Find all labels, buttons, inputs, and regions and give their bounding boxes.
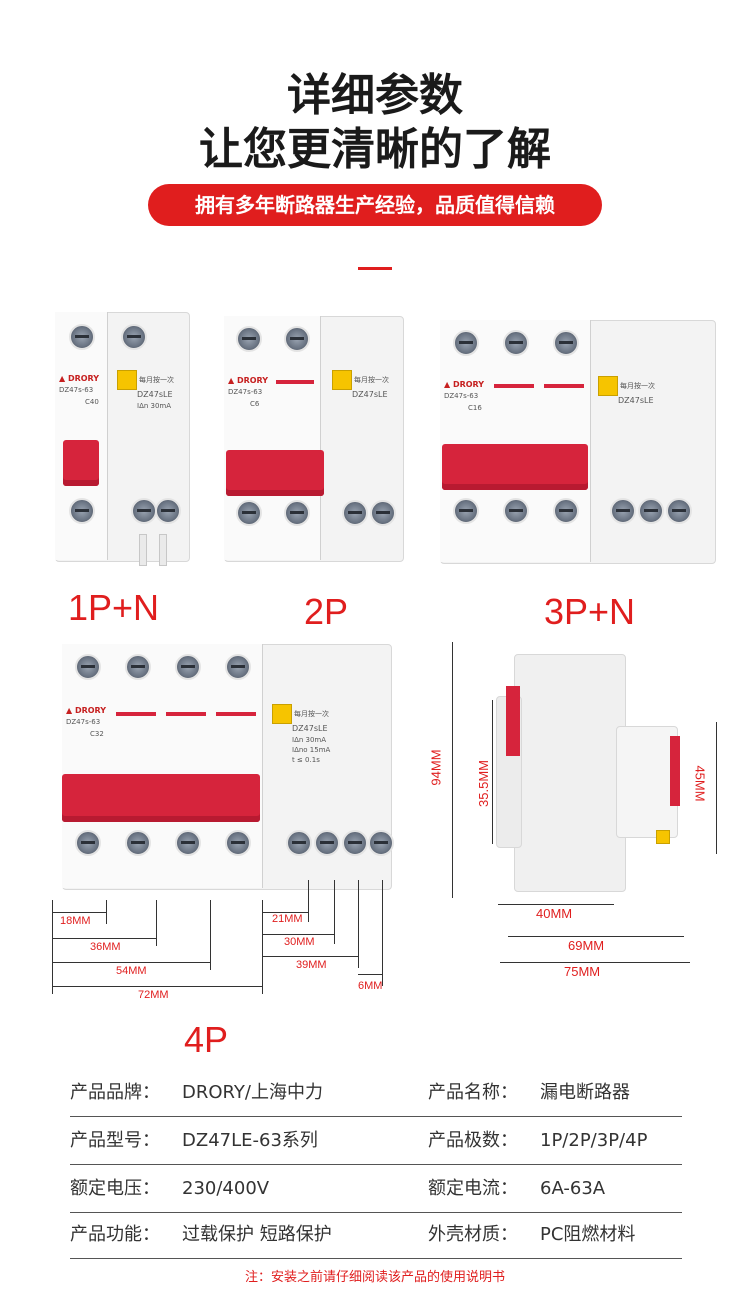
dim-30mm: 30MM <box>284 936 315 948</box>
screw-icon <box>370 500 396 526</box>
dim-36mm: 36MM <box>90 941 121 953</box>
screw-icon <box>125 654 151 680</box>
title-line-2: 让您更清晰的了解 <box>199 124 551 175</box>
screw-icon <box>225 654 251 680</box>
spec-value: 230/400V <box>182 1178 270 1199</box>
label-3pn: 3P+N <box>544 591 636 632</box>
screw-icon <box>610 498 636 524</box>
test-button[interactable] <box>117 370 137 390</box>
screw-icon <box>284 326 310 352</box>
dim-45mm: 45MM <box>692 765 708 802</box>
breaker-3pn: ▲ DRORY DZ47s-63 C16 每月按一次 DZ47sLE <box>440 320 716 570</box>
screw-icon <box>236 326 262 352</box>
label-2p: 2P <box>304 591 349 632</box>
screw-icon <box>69 324 95 350</box>
label-1pn: 1P+N <box>68 587 160 628</box>
dim-75mm: 75MM <box>564 964 601 979</box>
spec-value: 1P/2P/3P/4P <box>540 1130 648 1151</box>
dim-94mm: 94MM <box>428 749 444 786</box>
title-line-1: 详细参数 <box>287 70 463 121</box>
screw-icon <box>225 830 251 856</box>
slogan-banner: 拥有多年断路器生产经验，品质值得信赖 <box>148 184 602 226</box>
breaker-1pn: ▲ DRORY DZ47s-63 C40 每月按一次 DZ47sLE IΔn 3… <box>55 312 190 566</box>
screw-icon <box>286 830 312 856</box>
label-4p: 4P <box>184 1019 229 1060</box>
screw-icon <box>175 830 201 856</box>
dim-39mm: 39MM <box>296 959 327 971</box>
dim-6mm: 6MM <box>358 980 383 992</box>
screw-icon <box>75 830 101 856</box>
screw-icon <box>503 498 529 524</box>
screw-icon <box>342 830 368 856</box>
test-button[interactable] <box>332 370 352 390</box>
screw-icon <box>453 330 479 356</box>
spec-key: 产品功能： <box>70 1224 160 1245</box>
spec-key: 外壳材质： <box>428 1224 518 1245</box>
screw-icon <box>503 330 529 356</box>
screw-icon <box>155 498 181 524</box>
screw-icon <box>638 498 664 524</box>
handle[interactable] <box>62 774 260 822</box>
screw-icon <box>284 500 310 526</box>
spec-key: 产品品牌： <box>70 1082 160 1103</box>
install-note: 注：安装之前请仔细阅读该产品的使用说明书 <box>244 1270 505 1285</box>
test-button[interactable] <box>598 376 618 396</box>
breaker-side-view <box>496 646 686 896</box>
spec-value: 过载保护 短路保护 <box>182 1224 332 1245</box>
spec-key: 产品极数： <box>428 1130 518 1151</box>
dim-35-5mm: 35.5MM <box>475 760 491 807</box>
screw-icon <box>666 498 692 524</box>
screw-icon <box>125 830 151 856</box>
screw-icon <box>236 500 262 526</box>
handle[interactable] <box>442 444 588 490</box>
screw-icon <box>453 498 479 524</box>
dim-18mm: 18MM <box>60 915 91 927</box>
screw-icon <box>368 830 394 856</box>
dim-72mm: 72MM <box>138 989 169 1001</box>
screw-icon <box>314 830 340 856</box>
spec-value: DRORY/上海中力 <box>182 1082 323 1103</box>
screw-icon <box>75 654 101 680</box>
dim-40mm: 40MM <box>536 906 573 921</box>
spec-row: 产品品牌： DRORY/上海中力 产品名称： 漏电断路器 <box>70 1072 682 1117</box>
spec-key: 产品型号： <box>70 1130 160 1151</box>
spec-value: DZ47LE-63系列 <box>182 1130 318 1151</box>
spec-row: 额定电压： 230/400V 额定电流： 6A-63A <box>70 1168 682 1213</box>
test-button[interactable] <box>272 704 292 724</box>
handle[interactable] <box>226 450 324 496</box>
spec-row: 产品功能： 过载保护 短路保护 外壳材质： PC阻燃材料 <box>70 1214 682 1259</box>
spec-row: 产品型号： DZ47LE-63系列 产品极数： 1P/2P/3P/4P <box>70 1120 682 1165</box>
dim-54mm: 54MM <box>116 965 147 977</box>
dim-69mm: 69MM <box>568 938 605 953</box>
screw-icon <box>131 498 157 524</box>
breaker-2p: ▲ DRORY DZ47s-63 C6 每月按一次 DZ47sLE <box>224 316 404 566</box>
spec-value: PC阻燃材料 <box>540 1224 636 1245</box>
dim-21mm: 21MM <box>272 913 303 925</box>
spec-key: 额定电流： <box>428 1178 518 1199</box>
breaker-4p: ▲ DRORY DZ47s-63 C32 每月按一次 DZ47sLE IΔn 3… <box>62 644 394 894</box>
spec-value: 6A-63A <box>540 1178 606 1199</box>
screw-icon <box>121 324 147 350</box>
screw-icon <box>553 330 579 356</box>
handle[interactable] <box>63 440 99 486</box>
screw-icon <box>553 498 579 524</box>
spec-value: 漏电断路器 <box>540 1082 630 1103</box>
screw-icon <box>175 654 201 680</box>
divider-dash <box>358 267 392 270</box>
spec-key: 产品名称： <box>428 1082 518 1103</box>
spec-key: 额定电压： <box>70 1178 160 1199</box>
screw-icon <box>342 500 368 526</box>
screw-icon <box>69 498 95 524</box>
